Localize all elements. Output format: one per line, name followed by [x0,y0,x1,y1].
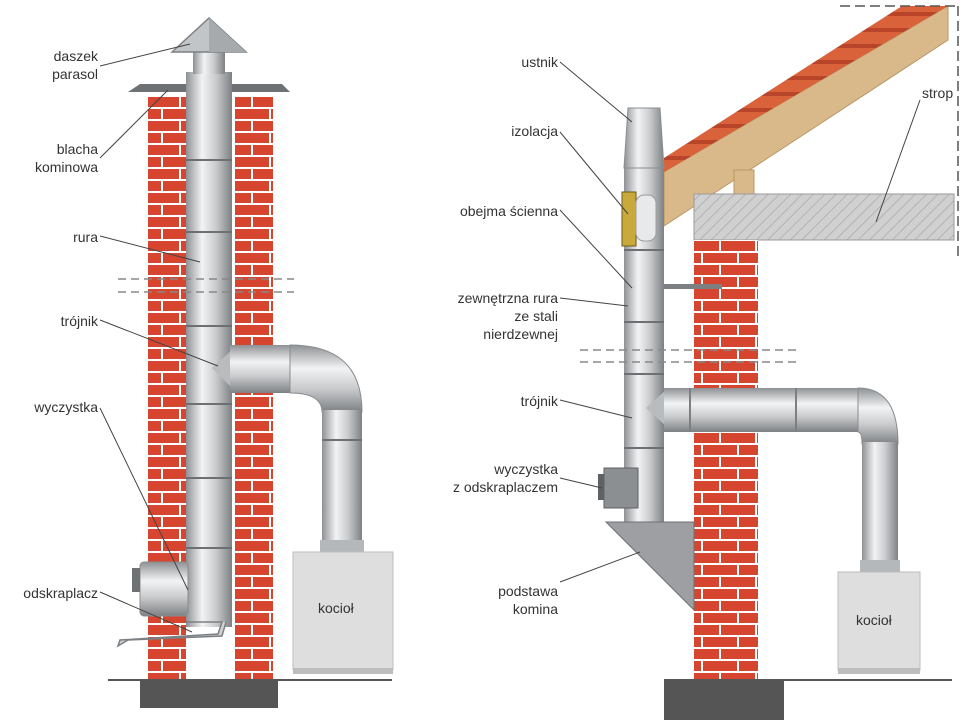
label-cap-line1: daszek [53,48,98,64]
left-cap-neck [193,50,225,74]
left-chimney [108,16,394,708]
label-flashing-line1: blacha [56,141,98,157]
label-cap-line2: parasol [52,66,98,82]
label-outer-pipe: zewnętrzna rura ze stali nierdzewnej [420,289,558,343]
left-leader-lines [99,43,219,633]
label-mouthpiece: ustnik [521,54,558,70]
roof-tiles [664,6,948,172]
label-boiler-right: kocioł [856,612,892,628]
label-cleanout-condensate-line2: z odskraplaczem [452,479,558,495]
right-boiler [837,571,921,671]
label-chimney-base-line1: podstawa [498,583,558,599]
label-ceiling: strop [922,85,954,101]
label-cleanout: wyczystka [34,399,98,415]
label-cleanout-condensate-line1: wyczystka [494,461,558,477]
label-condensate: odskraplacz [23,585,98,601]
right-mouthpiece [623,107,665,169]
left-condensate [116,621,227,648]
right-insulation [621,191,637,247]
left-boiler-pipe [322,410,362,552]
right-cleanout [603,467,639,509]
right-chimney-base [604,521,695,612]
label-flashing: blacha kominowa [20,140,98,176]
left-tee-branch [230,345,292,393]
label-tee-left: trójnik [60,313,98,329]
right-tee-branch [664,388,860,432]
label-wall-bracket: obejma ścienna [459,203,558,219]
right-wall-bracket [664,284,722,289]
right-brick-wall [694,240,758,680]
label-outer-pipe-line3: nierdzewnej [483,326,558,342]
label-outer-pipe-line2: ze stali [514,308,558,324]
left-pipe [186,72,232,627]
right-elbow [857,387,899,445]
label-tee-right: trójnik [520,393,558,409]
label-cap: daszek parasol [20,47,98,83]
label-boiler-left: kocioł [318,600,354,616]
right-foundation [664,680,784,720]
label-chimney-base: podstawa komina [450,582,558,618]
label-chimney-base-line2: komina [512,601,558,617]
ceiling-slab [693,193,955,241]
left-tee-cone [212,350,232,388]
label-pipe: rura [73,229,98,245]
label-cleanout-condensate: wyczystka z odskraplaczem [420,460,558,496]
left-foundation [140,680,278,708]
label-outer-pipe-line1: zewnętrzna rura [457,290,558,306]
right-leader-lines [559,61,921,583]
label-insulation: izolacja [511,123,558,139]
roof [663,5,949,227]
right-tee-cone [646,390,666,426]
left-elbow [289,344,363,413]
left-cleanout [139,561,189,617]
right-chimney [580,5,959,720]
right-boiler-pipe [862,442,898,566]
label-flashing-line2: kominowa [34,159,98,175]
left-boiler [292,551,394,671]
